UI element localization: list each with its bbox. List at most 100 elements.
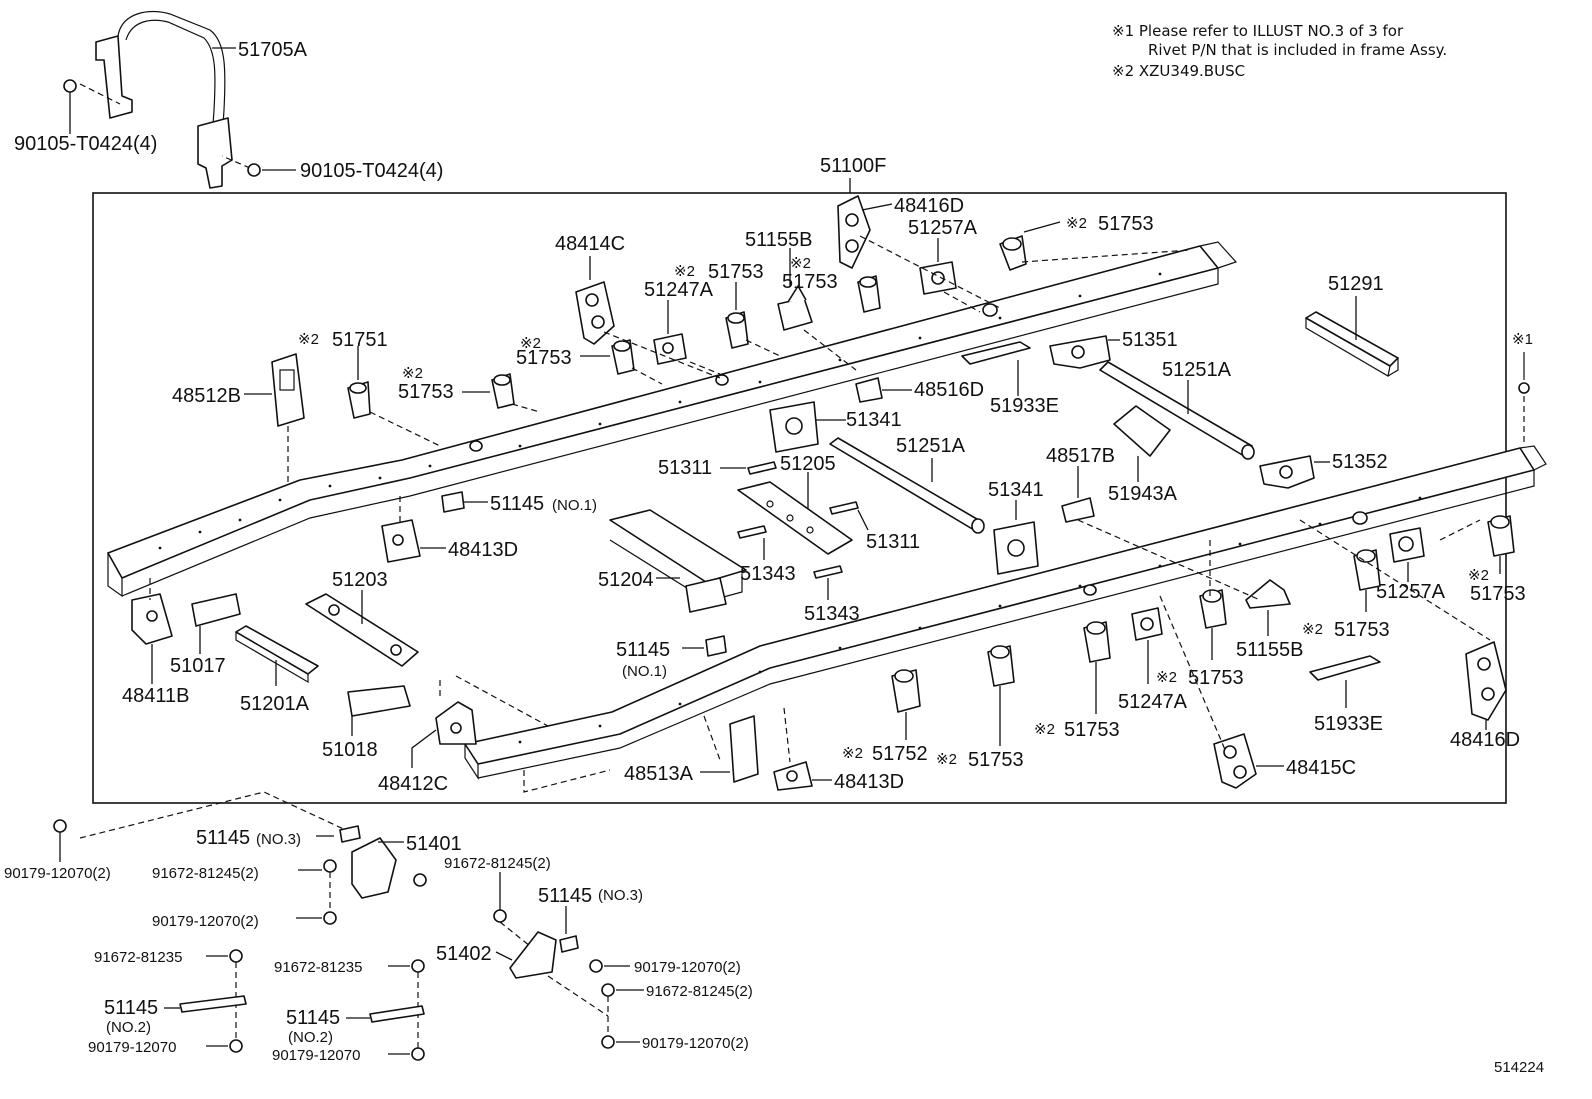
shim-51343-b[interactable] [813,565,843,579]
label-48414C: 48414C [555,233,625,255]
bracket-51753-h[interactable] [987,645,1015,687]
bracket-48411B[interactable] [131,593,173,645]
left-side-rail[interactable] [107,241,1238,598]
shim-51343-a[interactable] [737,525,767,539]
note-1-line-1: ※1 Please refer to ILLUST NO.3 of 3 for [1112,22,1404,40]
bracket-51402-shape [509,931,557,979]
bracket-48516D[interactable] [855,377,883,403]
nut-90179-a [53,819,67,833]
plate-51257A-right[interactable] [1389,527,1425,563]
label-90105-t0424-a: 90105-T0424(4) [14,133,157,155]
plate-51257A-top[interactable] [919,261,957,295]
label-48516D: 48516D [914,379,984,401]
label-90179-12070-2-d: 90179-12070(2) [642,1035,749,1052]
rivet-holes [158,272,1422,744]
mark-ref2-top: ※2 [1066,215,1087,232]
bracket-51753-i[interactable] [1083,621,1111,663]
label-51751: 51751 [332,329,388,351]
note-2: ※2 XZU349.BUSC [1112,62,1245,80]
bracket-51201A[interactable] [235,625,319,684]
hardware-group-bottom [53,791,615,1061]
bracket-48415C[interactable] [1213,733,1257,789]
label-51753-d: 51753 [516,347,572,369]
rivet-ref1[interactable] [1518,352,1530,446]
plate-51933E-b[interactable] [1309,655,1381,681]
note-1-line-2: Rivet P/N that is included in frame Assy… [1148,41,1447,59]
label-51155B-right: 51155B [1236,639,1303,661]
label-51251A-b: 51251A [896,435,966,457]
label-51247A-top: 51247A [644,279,714,301]
label-51145-no3-a: 51145 [196,827,250,849]
label-51343-b: 51343 [804,603,860,625]
grab-handle-51705A[interactable] [63,10,261,189]
mark-ref1: ※1 [1512,331,1533,348]
plate-51247A-top[interactable] [653,333,687,365]
crossmember-51251A-a[interactable] [1099,361,1255,460]
bracket-51753-d[interactable] [611,339,635,375]
crossmember-51205[interactable] [737,481,853,555]
mark-ref2-k: ※2 [1034,721,1055,738]
crossmember-51203[interactable] [305,593,419,667]
label-51145-no3-b: 51145 [538,885,592,907]
bracket-48413D-a[interactable] [381,519,421,563]
crossmember-51251A-b[interactable] [829,437,985,534]
bracket-51751[interactable] [347,381,371,419]
label-51204: 51204 [598,569,654,591]
bracket-48412C[interactable] [435,701,477,745]
label-51753-e: 51753 [398,381,454,403]
bracket-48414C[interactable] [575,281,615,345]
plate-51247A-bottom[interactable] [1131,607,1163,641]
bracket-51017[interactable] [191,593,241,627]
plate-51145-no1-a[interactable] [441,491,465,513]
bracket-51753-e[interactable] [491,373,515,409]
label-51933E-b: 51933E [1314,713,1383,735]
label-48416D-right: 48416D [1450,729,1520,751]
bracket-48413D-b[interactable] [773,761,813,791]
label-51402: 51402 [436,943,492,965]
plate-51933E-a[interactable] [961,341,1031,365]
shim-51311-a[interactable] [747,461,777,475]
label-51341-a: 51341 [846,409,902,431]
label-51145-no2-b: 51145 [286,1007,340,1029]
mark-ref2-f: ※2 [402,365,423,382]
bracket-51753-top[interactable] [999,235,1027,271]
label-no3-b: (NO.3) [598,887,643,904]
bracket-51753-g[interactable] [1199,589,1227,629]
crossmember-51204[interactable] [609,509,747,613]
mount-51341-a[interactable] [769,401,819,453]
bracket-51155B-right[interactable] [1245,579,1291,609]
assembly-guide-lines [149,235,1491,793]
bracket-51155B-top[interactable] [777,285,813,331]
bracket-51752[interactable] [891,669,921,713]
plate-51943A[interactable] [1113,405,1171,457]
label-51257A-right: 51257A [1376,581,1446,603]
mount-51341-b[interactable] [993,521,1039,575]
bracket-48416D-right[interactable] [1465,641,1507,721]
bracket-51753-c[interactable] [725,311,749,349]
label-no2-b: (NO.2) [288,1029,333,1046]
label-51145-no2-a: 51145 [104,997,158,1019]
bracket-48517B[interactable] [1061,497,1095,523]
rail-51291[interactable] [1305,311,1399,377]
shim-51311-b[interactable] [829,501,859,515]
bracket-48513A[interactable] [729,715,759,783]
bracket-51753-b[interactable] [857,275,881,313]
bracket-48416D-top[interactable] [837,195,871,269]
label-91672-81245-2-c: 91672-81245(2) [646,983,753,1000]
label-no1-b: (NO.1) [622,663,667,680]
bracket-51018[interactable] [347,685,411,717]
plate-51145-no1-b[interactable] [705,635,727,657]
label-51753-c: 51753 [708,261,764,283]
bracket-51753-f[interactable] [1353,549,1381,591]
label-51401: 51401 [406,833,462,855]
bracket-51753-right[interactable] [1487,515,1515,557]
mount-51351[interactable] [1049,335,1111,369]
label-48416D-top: 48416D [894,195,964,217]
mount-51352[interactable] [1259,455,1315,489]
bracket-48512B[interactable] [271,353,305,427]
label-51145-no1-b: 51145 [616,639,670,661]
label-91672-81245-2-b: 91672-81245(2) [444,855,551,872]
mark-ref2-b: ※2 [790,255,811,272]
mark-ref2-i: ※2 [842,745,863,762]
label-no3-a: (NO.3) [256,831,301,848]
